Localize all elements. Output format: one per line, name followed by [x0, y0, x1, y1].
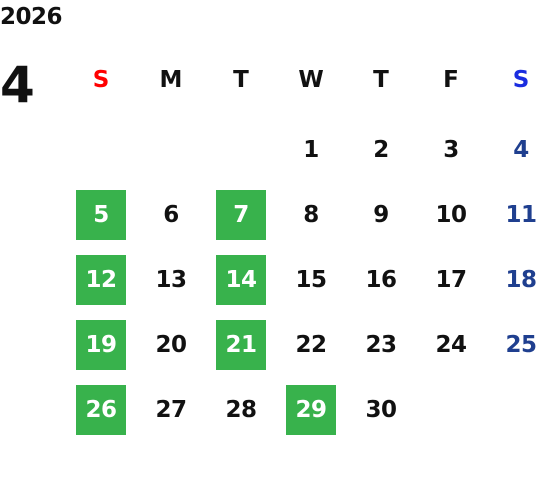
calendar-day-3[interactable]: 3 — [443, 137, 459, 163]
calendar-day-11[interactable]: 11 — [505, 202, 537, 228]
calendar-day-23[interactable]: 23 — [365, 332, 397, 358]
calendar-day-26[interactable]: 26 — [76, 385, 126, 435]
calendar-day-17[interactable]: 17 — [435, 267, 467, 293]
calendar-day-12[interactable]: 12 — [76, 255, 126, 305]
weekday-header-saturday: S — [512, 67, 530, 93]
calendar-day-5[interactable]: 5 — [76, 190, 126, 240]
month-number: 4 — [0, 56, 35, 114]
calendar-day-13[interactable]: 13 — [155, 267, 187, 293]
calendar-day-15[interactable]: 15 — [295, 267, 327, 293]
calendar-day-2[interactable]: 2 — [373, 137, 389, 163]
year-label: 2026 — [0, 4, 63, 30]
calendar-day-22[interactable]: 22 — [295, 332, 327, 358]
calendar-day-27[interactable]: 27 — [155, 397, 187, 423]
calendar-day-28[interactable]: 28 — [225, 397, 257, 423]
calendar-day-25[interactable]: 25 — [505, 332, 537, 358]
weekday-header-thursday: T — [373, 67, 389, 93]
calendar-day-20[interactable]: 20 — [155, 332, 187, 358]
calendar-day-14[interactable]: 14 — [216, 255, 266, 305]
calendar-day-1[interactable]: 1 — [303, 137, 319, 163]
calendar-day-9[interactable]: 9 — [373, 202, 389, 228]
calendar-day-4[interactable]: 4 — [513, 137, 529, 163]
calendar-day-24[interactable]: 24 — [435, 332, 467, 358]
calendar-day-30[interactable]: 30 — [365, 397, 397, 423]
calendar-day-8[interactable]: 8 — [303, 202, 319, 228]
weekday-header-sunday: S — [92, 67, 110, 93]
calendar-day-21[interactable]: 21 — [216, 320, 266, 370]
calendar-day-16[interactable]: 16 — [365, 267, 397, 293]
weekday-header-wednesday: W — [298, 67, 324, 93]
calendar-day-6[interactable]: 6 — [163, 202, 179, 228]
calendar-day-18[interactable]: 18 — [505, 267, 537, 293]
calendar-day-7[interactable]: 7 — [216, 190, 266, 240]
weekday-header-monday: M — [159, 67, 183, 93]
weekday-header-tuesday: T — [233, 67, 249, 93]
calendar-day-10[interactable]: 10 — [435, 202, 467, 228]
calendar-day-29[interactable]: 29 — [286, 385, 336, 435]
calendar-day-19[interactable]: 19 — [76, 320, 126, 370]
weekday-header-friday: F — [443, 67, 459, 93]
